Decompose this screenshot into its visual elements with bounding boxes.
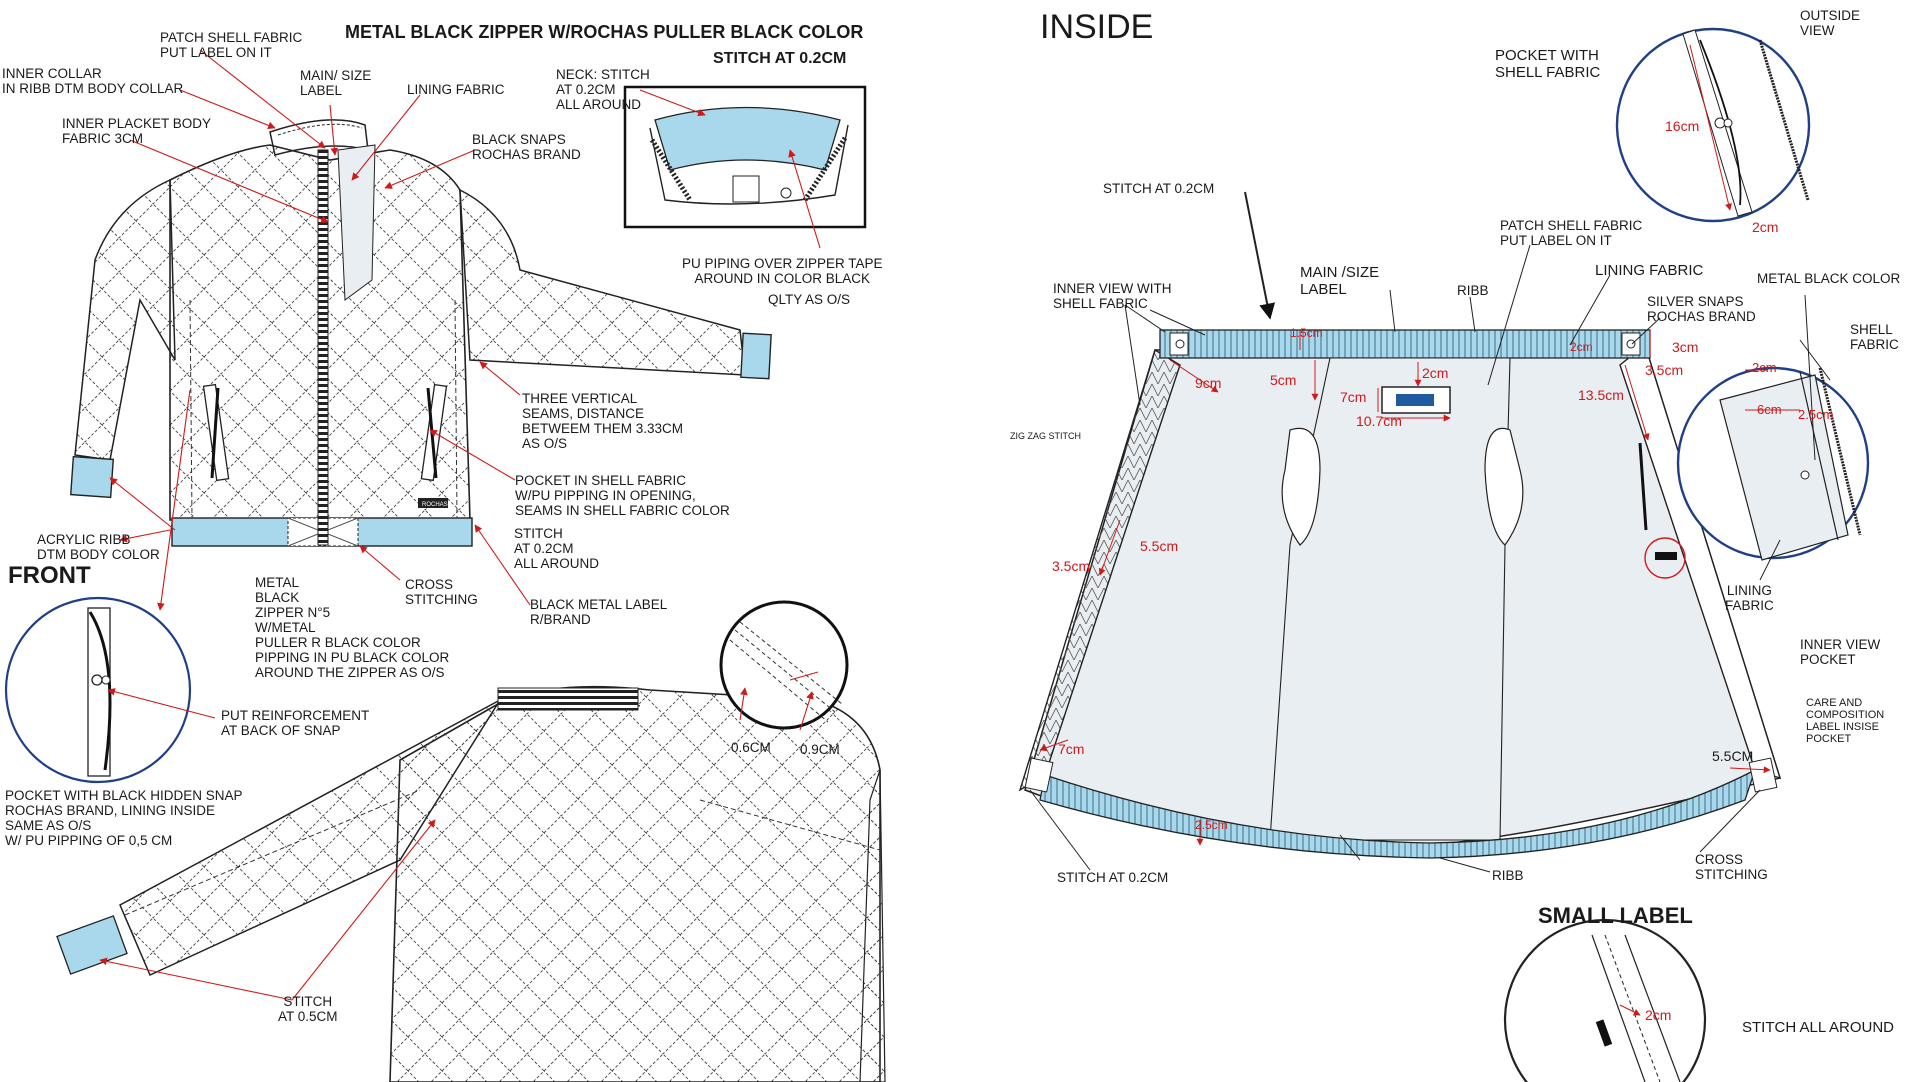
main-title: METAL BLACK ZIPPER W/ROCHAS PULLER BLACK… — [345, 22, 864, 42]
label-inner-collar: INNER COLLAR IN RIBB DTM BODY COLLAR — [2, 66, 184, 96]
small-label-title: SMALL LABEL — [1538, 903, 1693, 928]
neck-detail-box — [623, 85, 867, 229]
label-black-label: BLACK METAL LABEL R/BRAND — [530, 597, 668, 627]
label-ribb-top: RIBB — [1457, 283, 1489, 298]
dim-5-5cm-b: 5.5CM — [1712, 748, 1754, 764]
label-shell-fabric: SHELL FABRIC — [1850, 322, 1899, 352]
label-metal-black: METAL BLACK COLOR — [1757, 271, 1901, 286]
inside-leader-lines — [1029, 191, 1831, 873]
label-qlty: QLTY AS O/S — [768, 292, 851, 307]
snap-detail-circle — [4, 596, 192, 784]
dim-06: 0.6CM — [731, 740, 771, 755]
label-seams: THREE VERTICAL SEAMS, DISTANCE BETWEEM T… — [522, 391, 684, 451]
inside-jacket-drawing — [1018, 329, 1782, 859]
dim-3-5cm: 3.5cm — [1645, 362, 1684, 378]
label-patch: PATCH SHELL FABRIC PUT LABEL ON IT — [160, 30, 303, 60]
dim-2cm-c: 2cm — [1422, 365, 1449, 381]
back-jacket-drawing — [56, 685, 886, 1082]
label-cross-inside: CROSS STITCHING — [1695, 852, 1768, 882]
label-reinforcement: PUT REINFORCEMENT AT BACK OF SNAP — [221, 708, 370, 738]
label-lining-fabric: LINING FABRIC — [1725, 583, 1774, 613]
dim-3cm: 3cm — [1672, 339, 1699, 355]
dim-2cm-a: 2cm — [1752, 219, 1779, 235]
label-zigzag: ZIG ZAG STITCH — [1010, 431, 1081, 441]
small-label-circle — [1503, 918, 1707, 1082]
dim-5cm: 5cm — [1270, 372, 1297, 388]
label-lining-inside: LINING FABRIC — [1595, 262, 1704, 279]
label-main-size-inside: MAIN /SIZE LABEL — [1300, 264, 1380, 298]
dim-2-5cm-b: 2.5cm — [1195, 818, 1228, 832]
pocket-outside-circle — [1615, 27, 1811, 223]
label-pu-piping: PU PIPING OVER ZIPPER TAPE AROUND IN COL… — [682, 256, 883, 286]
label-stitch-05: STITCH AT 0.5CM — [278, 994, 338, 1024]
dim-9cm: 9cm — [1195, 375, 1222, 391]
label-stitch-all-around: STITCH ALL AROUND — [1742, 1019, 1894, 1036]
dim-2cm-e: 2cm — [1645, 1007, 1672, 1023]
front-jacket-drawing — [69, 119, 772, 547]
label-metal-zipper: METAL BLACK ZIPPER N°5 W/METAL PULLER R … — [255, 575, 450, 680]
label-pocket-shell: POCKET IN SHELL FABRIC W/PU PIPPING IN O… — [515, 473, 730, 518]
label-outside-view: OUTSIDE VIEW — [1800, 8, 1861, 38]
label-inner-view-pocket: INNER VIEW POCKET — [1800, 637, 1881, 667]
label-acrylic: ACRYLIC RIBB DTM BODY COLOR — [37, 532, 160, 562]
label-stitch-top: STITCH AT 0.2CM — [1103, 181, 1215, 196]
dimension-guides — [1039, 330, 1800, 1016]
dim-7cm-b: 7cm — [1058, 741, 1085, 757]
label-care: CARE AND COMPOSITION LABEL INSISE POCKET — [1806, 697, 1885, 745]
label-neck: NECK: STITCH AT 0.2CM ALL AROUND — [556, 67, 650, 112]
dim-10-7cm: 10.7cm — [1356, 413, 1402, 429]
stitch-title: STITCH AT 0.2CM — [713, 50, 847, 67]
label-snaps: BLACK SNAPS ROCHAS BRAND — [472, 132, 581, 162]
front-title: FRONT — [8, 562, 91, 589]
dim-09: 0.9CM — [800, 742, 840, 757]
pocket-inner-circle — [1676, 366, 1870, 561]
dim-7cm-a: 7cm — [1340, 389, 1367, 405]
dim-2-5cm: 2.5cm — [1798, 407, 1834, 422]
label-pocket-hidden: POCKET WITH BLACK HIDDEN SNAP ROCHAS BRA… — [5, 788, 243, 848]
dim-2cm-b: 2cm — [1570, 340, 1593, 354]
label-silver-snaps: SILVER SNAPS ROCHAS BRAND — [1647, 294, 1756, 324]
label-patch-inside: PATCH SHELL FABRIC PUT LABEL ON IT — [1500, 218, 1643, 248]
dim-16cm: 16cm — [1665, 118, 1700, 134]
leader-lines — [99, 49, 821, 1001]
label-inner-placket: INNER PLACKET BODY FABRIC 3CM — [62, 116, 212, 146]
dim-13-5cm: 13.5cm — [1578, 387, 1624, 403]
label-ribb-bottom: RIBB — [1492, 868, 1524, 883]
label-lining: LINING FABRIC — [407, 82, 505, 97]
dim-3-5cm-b: 3.5cm — [1052, 558, 1091, 574]
dim-1-5cm: 1.5cm — [1290, 326, 1323, 340]
brand-tag-text: ROCHAS — [422, 502, 448, 508]
label-pocket-with-shell: POCKET WITH SHELL FABRIC — [1495, 47, 1601, 81]
label-stitch-around: STITCH AT 0.2CM ALL AROUND — [514, 526, 600, 571]
label-cross: CROSS STITCHING — [405, 577, 478, 607]
inside-title: INSIDE — [1040, 8, 1154, 46]
dim-6cm: 6cm — [1757, 402, 1782, 417]
dim-5-5cm-a: 5.5cm — [1140, 538, 1179, 554]
label-main-size: MAIN/ SIZE LABEL — [300, 68, 372, 98]
dim-2cm-d: 2cm — [1752, 360, 1777, 375]
label-stitch-bottom: STITCH AT 0.2CM — [1057, 870, 1169, 885]
seam-detail-circle — [719, 600, 849, 730]
label-inner-view-shell: INNER VIEW WITH SHELL FABRIC — [1053, 281, 1172, 311]
